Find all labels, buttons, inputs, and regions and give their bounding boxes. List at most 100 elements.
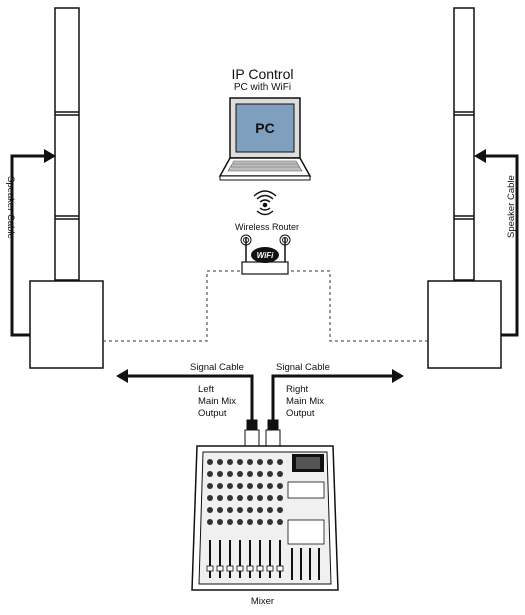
mixer-master-fader-track (318, 548, 320, 580)
signal-cable-left (128, 374, 254, 420)
signal-cable-right-arrow (392, 369, 404, 383)
mixer-knob (227, 459, 233, 465)
mixer-label: Mixer (250, 596, 275, 607)
mixer-knob (257, 507, 263, 513)
mixer-fader-track (249, 540, 251, 578)
mixer-knob (267, 471, 273, 477)
mixer-fader-knob (256, 565, 264, 572)
left-speaker-cable (10, 154, 44, 337)
signal-cable-left-label: Signal Cable (190, 362, 244, 373)
mixer-knob (257, 495, 263, 501)
xlr-connectors (244, 419, 281, 447)
mixer-fader-track (279, 540, 281, 578)
left-speaker (29, 7, 104, 369)
laptop-screen-text: PC (255, 120, 274, 136)
mixer-knob (227, 483, 233, 489)
mixer-knob (237, 459, 243, 465)
router-badge-text: WiFi (257, 251, 275, 260)
mixer-master-fader-track (291, 548, 293, 580)
mixer-fader-track (209, 540, 211, 578)
mixer-fader-track (269, 540, 271, 578)
mixer-faders (206, 540, 320, 580)
mixer-knob (277, 519, 283, 525)
mixer-fader-track (219, 540, 221, 578)
left-main-mix-output-label: Left Main Mix Output (198, 384, 237, 419)
pc-subtitle: PC with WiFi (233, 82, 292, 93)
mixer-fader-track (259, 540, 261, 578)
signal-cable-right (271, 374, 392, 420)
mixer-knob (247, 483, 253, 489)
mixer-fader-knob (236, 565, 244, 572)
right-speaker (427, 7, 502, 369)
mixer-knob (227, 471, 233, 477)
mixer-knob (217, 519, 223, 525)
mixer-knob (237, 507, 243, 513)
mixer-knob (217, 471, 223, 477)
mixer-knob (267, 495, 273, 501)
wifi-badge (251, 247, 279, 263)
pc-title: IP Control (231, 66, 294, 82)
mixer-knob (227, 495, 233, 501)
mixer-fader-knob (276, 565, 284, 572)
left-speaker-cable-label: Speaker Cable (5, 176, 16, 239)
mixer-fader-knob (206, 565, 214, 572)
right-speaker-cable-arrow (474, 149, 486, 163)
mixer-knob (207, 459, 213, 465)
mixer-knob (267, 483, 273, 489)
mixer-knob (217, 507, 223, 513)
mixer-knob (247, 459, 253, 465)
mixer-knob (227, 507, 233, 513)
mixer-knob (267, 519, 273, 525)
right-main-mix-output-label: Right Main Mix Output (286, 384, 325, 419)
mixer-fader-track (229, 540, 231, 578)
mixer-knob (207, 507, 213, 513)
mixer-fader-track (239, 540, 241, 578)
mixer-fader-knob (266, 565, 274, 572)
mixer-knob (257, 459, 263, 465)
mixer-knob (247, 519, 253, 525)
mixer-fader-knob (226, 565, 234, 572)
mixer-knob (207, 519, 213, 525)
mixer-knob (277, 483, 283, 489)
mixer-knob (227, 519, 233, 525)
mixer-knob (277, 507, 283, 513)
mixer-knobs (207, 459, 283, 525)
mixer-knob (217, 495, 223, 501)
mixer-knob (237, 519, 243, 525)
mixer-fader-knob (246, 565, 254, 572)
wifi-signal-icon (253, 190, 277, 216)
mixer-knob (277, 459, 283, 465)
mixer-knob (277, 495, 283, 501)
mixer-master-fader-track (309, 548, 311, 580)
mixer-knob (277, 471, 283, 477)
mixer-knob (207, 483, 213, 489)
mixer-knob (217, 483, 223, 489)
mixer (191, 445, 339, 591)
left-speaker-cable-arrow (44, 149, 56, 163)
laptop-screen (235, 103, 295, 153)
mixer-knob (207, 495, 213, 501)
router (240, 234, 291, 275)
mixer-knob (237, 495, 243, 501)
mixer-knob (257, 519, 263, 525)
mixer-knob (247, 495, 253, 501)
right-speaker-cable (486, 154, 519, 337)
mixer-knob (267, 459, 273, 465)
signal-cable-right-label: Signal Cable (276, 362, 330, 373)
mixer-knob (247, 471, 253, 477)
mixer-fader-knob (216, 565, 224, 572)
mixer-master-fader-track (300, 548, 302, 580)
mixer-knob (257, 483, 263, 489)
laptop (218, 97, 312, 181)
signal-cable-left-arrow (116, 369, 128, 383)
mixer-knob (207, 471, 213, 477)
mixer-knob (237, 483, 243, 489)
wifi-link-lines (103, 270, 428, 342)
router-label: Wireless Router (234, 222, 299, 232)
mixer-knob (257, 471, 263, 477)
mixer-knob (247, 507, 253, 513)
mixer-knob (217, 459, 223, 465)
mixer-knob (237, 471, 243, 477)
